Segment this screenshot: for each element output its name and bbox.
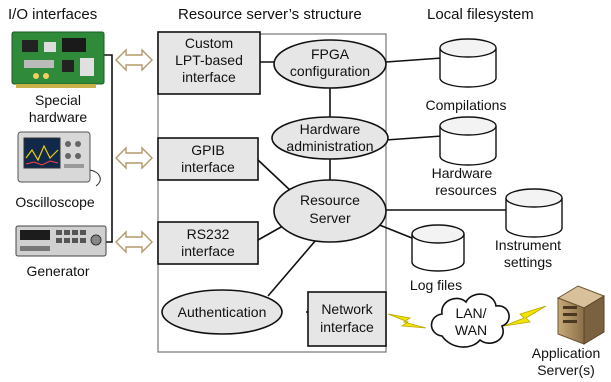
hardware-administration-node bbox=[271, 116, 389, 160]
oscilloscope-icon bbox=[17, 131, 101, 187]
heading-io-interfaces: I/O interfaces bbox=[8, 6, 97, 23]
database-icon-log-files bbox=[411, 224, 465, 272]
server-icon bbox=[556, 285, 606, 345]
hwadmin-label-line1: Hardware bbox=[300, 121, 361, 137]
database-icon-instrument-settings bbox=[505, 188, 563, 238]
authentication-node bbox=[161, 289, 283, 335]
link-gpib-server bbox=[257, 159, 293, 193]
resource-server-label-line1: Resource bbox=[300, 192, 360, 208]
fpga-configuration-node bbox=[273, 39, 387, 89]
lpt-label-line1: Custom bbox=[185, 35, 233, 51]
lightning-icon-left bbox=[387, 313, 427, 329]
rs232-interface-box bbox=[157, 221, 259, 265]
oscilloscope-label: Oscilloscope bbox=[15, 194, 95, 210]
database-icon-hardware-resources bbox=[439, 116, 497, 166]
gpib-label-line1: GPIB bbox=[191, 142, 224, 158]
instrument-settings-label-line2: settings bbox=[504, 254, 552, 270]
application-servers-label-line1: Application bbox=[532, 345, 601, 361]
database-icon-compilations bbox=[439, 38, 497, 88]
gpib-interface-box bbox=[157, 137, 259, 181]
lpt-label-line2: LPT-based bbox=[175, 52, 243, 68]
lan-wan-label-line2: WAN bbox=[455, 322, 487, 338]
double-arrow-icon-gpib bbox=[115, 146, 153, 170]
link-server-auth bbox=[267, 239, 317, 297]
special-hardware-label-line1: Special bbox=[35, 92, 81, 108]
lpt-interface-box bbox=[157, 31, 261, 95]
hardware-board-icon bbox=[11, 31, 105, 88]
instrument-settings-label-line1: Instrument bbox=[495, 237, 561, 253]
resource-server-node bbox=[273, 179, 387, 243]
generator-icon bbox=[15, 225, 107, 257]
hw-resources-label-line1: Hardware bbox=[432, 165, 493, 181]
application-servers-label-line2: Server(s) bbox=[537, 362, 595, 378]
network-interface-box bbox=[307, 291, 387, 347]
link-hwadmin-hwresources bbox=[385, 135, 443, 141]
double-arrow-icon-rs232 bbox=[115, 230, 153, 254]
link-fpga-compilations bbox=[385, 57, 443, 63]
heading-server-structure: Resource server’s structure bbox=[178, 6, 362, 23]
double-arrow-icon-lpt bbox=[115, 48, 153, 72]
rs232-label-line2: interface bbox=[181, 243, 235, 259]
network-label-line2: interface bbox=[320, 319, 374, 335]
authentication-label: Authentication bbox=[178, 304, 267, 320]
special-hardware-label-line2: hardware bbox=[29, 109, 88, 125]
lpt-label-line3: interface bbox=[182, 69, 236, 85]
fpga-label-line1: FPGA bbox=[311, 46, 350, 62]
compilations-label: Compilations bbox=[426, 97, 507, 113]
fpga-label-line2: configuration bbox=[290, 63, 370, 79]
gpib-label-line2: interface bbox=[181, 159, 235, 175]
device-bus-wire bbox=[104, 54, 113, 243]
network-label-line1: Network bbox=[321, 301, 373, 317]
lan-wan-label-line1: LAN/ bbox=[455, 305, 486, 321]
heading-local-filesystem: Local filesystem bbox=[427, 6, 534, 23]
lightning-icon-right bbox=[503, 305, 547, 327]
rs232-label-line1: RS232 bbox=[187, 226, 230, 242]
resource-server-label-line2: Server bbox=[309, 210, 351, 226]
cloud-icon bbox=[430, 293, 510, 348]
generator-label: Generator bbox=[26, 263, 89, 279]
hwadmin-label-line2: administration bbox=[286, 138, 373, 154]
hw-resources-label-line2: resources bbox=[435, 182, 496, 198]
log-files-label: Log files bbox=[410, 277, 462, 293]
